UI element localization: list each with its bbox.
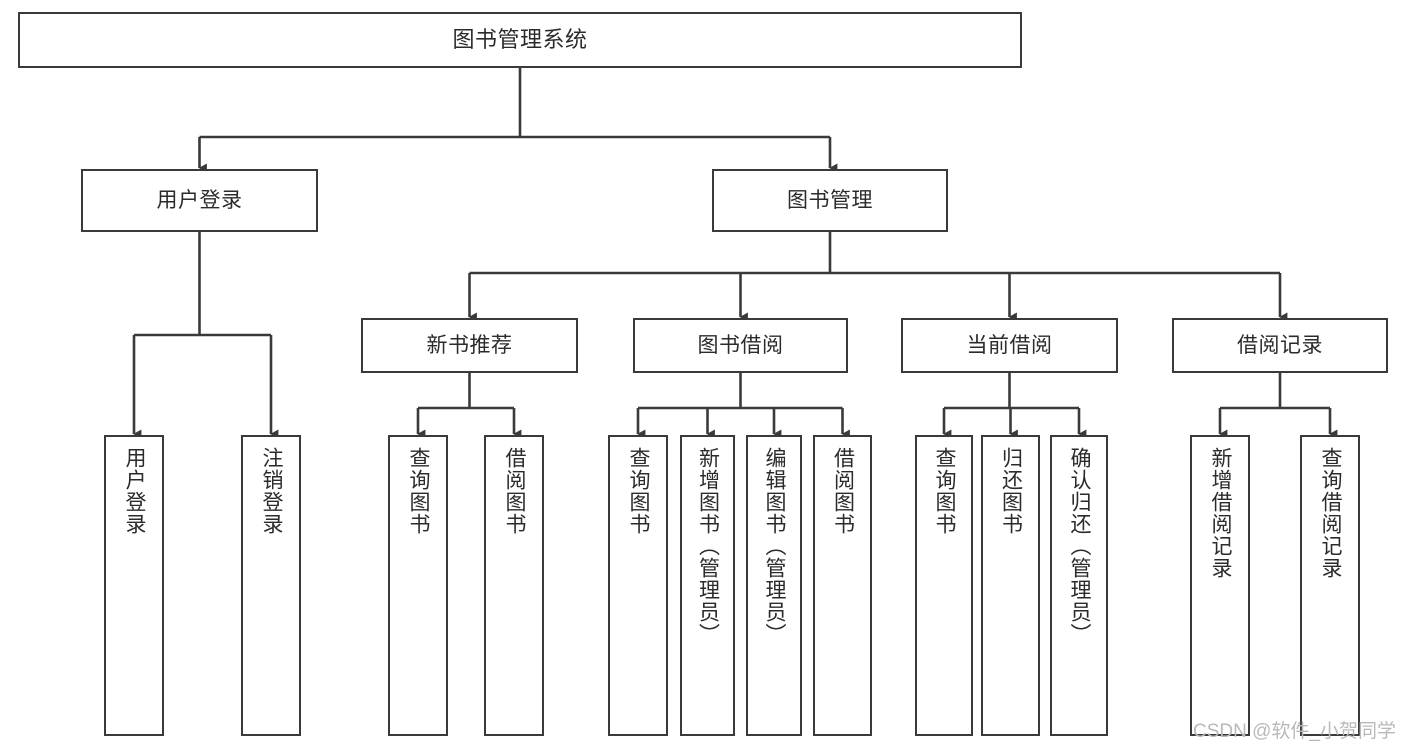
node-leaf-11[interactable]: 确认归还（管理员） (1050, 435, 1108, 736)
node-leaf-4[interactable]: 借阅图书 (484, 435, 544, 736)
node-label: 新增图书（管理员） (696, 447, 720, 645)
node-label: 用户登录 (123, 447, 147, 535)
node-leaf-5[interactable]: 查询图书 (608, 435, 668, 736)
node-label: 查询图书 (933, 447, 957, 535)
node-label: 当前借阅 (966, 333, 1053, 357)
node-records[interactable]: 借阅记录 (1172, 318, 1388, 373)
edge-group (132, 68, 1338, 439)
node-leaf-10[interactable]: 归还图书 (981, 435, 1040, 736)
node-label: 借阅图书 (831, 447, 855, 535)
node-label: 用户登录 (156, 188, 243, 212)
node-label: 查询图书 (407, 447, 431, 535)
node-login[interactable]: 用户登录 (81, 169, 318, 232)
node-leaf-2[interactable]: 注销登录 (241, 435, 301, 736)
node-label: 注销登录 (260, 447, 284, 535)
node-label: 确认归还（管理员） (1068, 447, 1092, 645)
node-leaf-13[interactable]: 查询借阅记录 (1300, 435, 1360, 736)
node-label: 图书管理 (787, 188, 873, 212)
node-bookmgmt[interactable]: 图书管理 (712, 169, 948, 232)
node-leaf-9[interactable]: 查询图书 (915, 435, 973, 736)
node-leaf-7[interactable]: 编辑图书（管理员） (746, 435, 802, 736)
node-label: 图书管理系统 (452, 26, 588, 52)
node-label: 借阅图书 (503, 447, 527, 535)
node-newbook[interactable]: 新书推荐 (361, 318, 578, 373)
node-leaf-3[interactable]: 查询图书 (388, 435, 448, 736)
node-leaf-1[interactable]: 用户登录 (104, 435, 164, 736)
node-borrow[interactable]: 图书借阅 (633, 318, 848, 373)
node-label: 查询图书 (627, 447, 651, 535)
node-leaf-12[interactable]: 新增借阅记录 (1190, 435, 1250, 736)
node-label: 新书推荐 (426, 333, 513, 357)
node-label: 借阅记录 (1237, 333, 1323, 357)
node-leaf-8[interactable]: 借阅图书 (813, 435, 872, 736)
node-label: 图书借阅 (697, 333, 784, 357)
node-leaf-6[interactable]: 新增图书（管理员） (680, 435, 735, 736)
node-label: 新增借阅记录 (1209, 447, 1233, 579)
node-label: 查询借阅记录 (1319, 447, 1343, 579)
node-label: 编辑图书（管理员） (763, 447, 787, 645)
node-current[interactable]: 当前借阅 (901, 318, 1118, 373)
node-label: 归还图书 (999, 447, 1023, 535)
node-root[interactable]: 图书管理系统 (18, 12, 1022, 68)
